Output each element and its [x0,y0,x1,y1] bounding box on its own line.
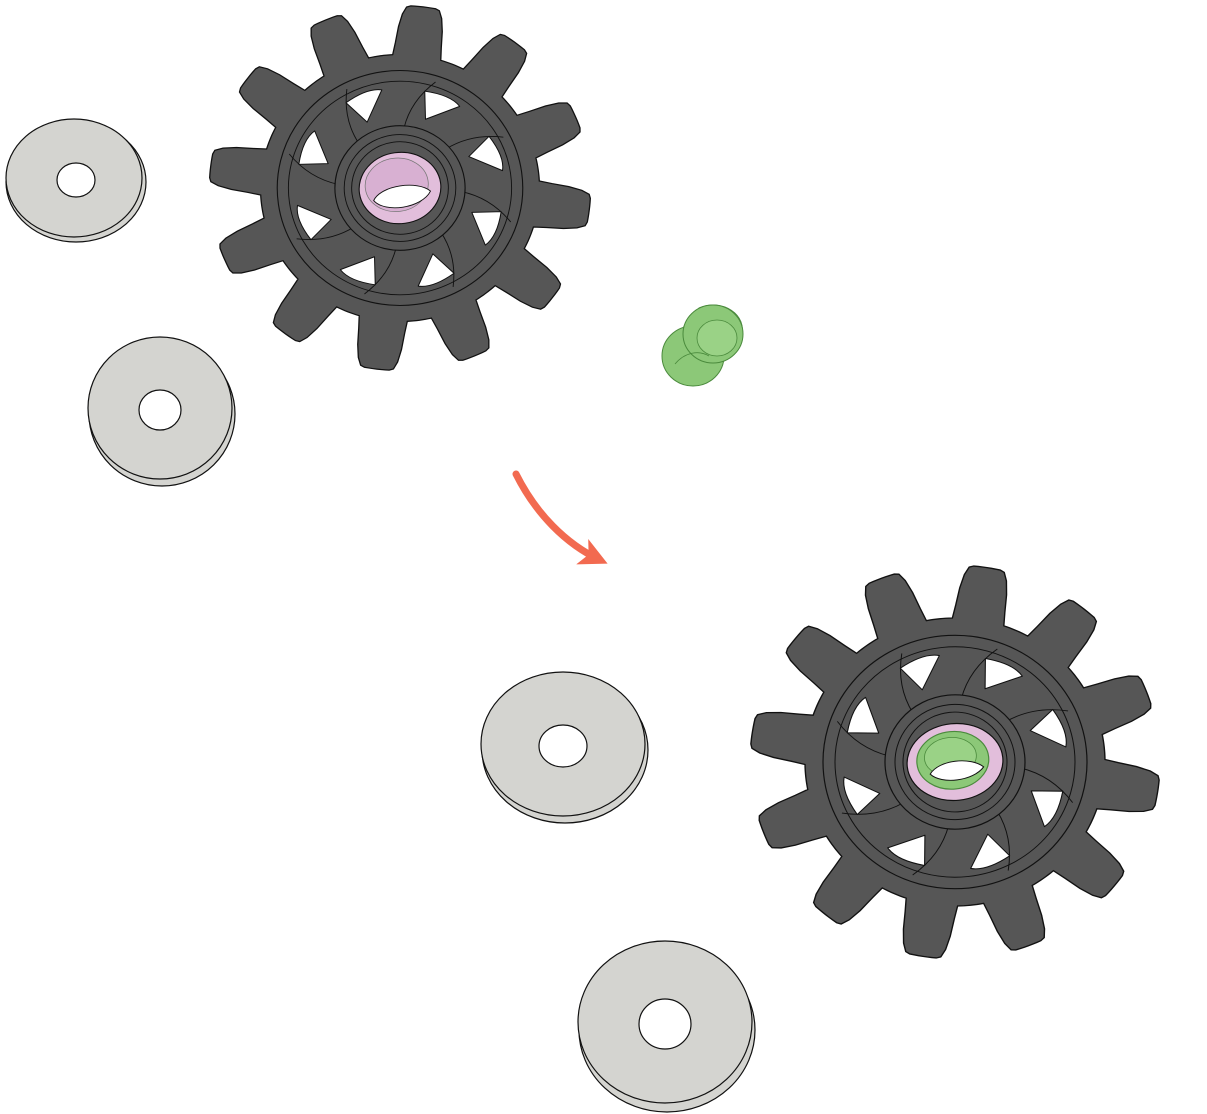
bore-hole [929,760,985,781]
washer-bottom-mid [480,671,649,824]
pulley-spoke [296,226,355,240]
pulley-after [750,565,1160,959]
pulley-spoke [836,721,890,757]
pulley-spoke [461,191,512,223]
pulley-window [296,204,332,241]
pulley-window [417,253,455,287]
pulley-spokes [836,648,1074,876]
pulley-spokes [288,81,512,295]
pulley-windows [296,89,504,287]
washer-hole [138,389,182,431]
pulley-spoke [900,653,914,714]
washer-top-left [5,118,147,243]
pulley-spoke [960,648,998,700]
pulley-rim-ring-inner [834,646,1076,878]
pulley-window [843,776,881,816]
hub-ring-inner [902,711,1008,813]
pulley-window [899,654,940,691]
curved-arrow-icon [512,470,608,565]
washer-bottom [577,940,756,1113]
pulley-rim-ring [276,69,524,307]
pulley-window [424,90,461,120]
pulley-window [1030,790,1064,828]
pulley-window [846,696,880,734]
washer-hole [538,724,588,768]
pulley-spoke [445,136,504,150]
pulley-window [345,89,383,123]
pulley-rim-ring-inner [287,80,513,296]
pulley-window [984,658,1023,690]
pulley-window [468,135,504,172]
hub-ring [343,134,457,242]
pulley-window [887,834,926,866]
pulley-window [970,833,1011,870]
pulley-spoke [1005,709,1069,723]
pulley-window [339,256,376,286]
bore-hole [373,184,432,209]
pulley-spoke [345,89,360,145]
washer-hole [56,162,96,198]
pulley-rim-ring [822,634,1088,890]
pulley-before [209,5,591,371]
hub-ring [894,703,1016,821]
pulley-spoke [1020,767,1074,803]
bushing-bore [696,319,738,357]
pulley-spoke [841,801,905,815]
pulley-spoke [403,81,436,130]
pulley-window [298,130,329,165]
washer-hole [638,998,692,1050]
pulley-spoke [288,153,339,185]
pulley-spoke [996,810,1010,871]
pulley-spoke [440,231,455,287]
hub-ring-inner [351,141,449,235]
pulley-window [471,211,502,246]
washer-mid-left [87,336,236,487]
pulley-spoke [364,246,397,295]
bushing [661,304,744,387]
pulley-window [1029,708,1067,748]
pulley-windows [843,654,1067,870]
pulley-spoke [912,824,950,876]
